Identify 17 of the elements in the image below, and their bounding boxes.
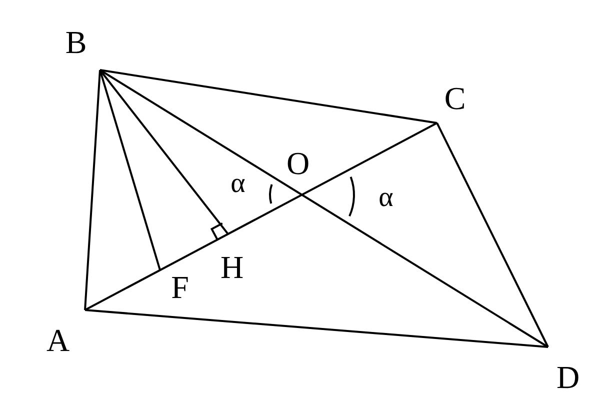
angle-label: α xyxy=(230,170,246,198)
point-label: H xyxy=(220,251,244,283)
line-segment xyxy=(99,69,549,348)
line-segment xyxy=(84,309,548,348)
line-segment xyxy=(100,69,438,124)
line-segment xyxy=(99,69,229,235)
line-segment xyxy=(84,70,101,310)
line-segment xyxy=(84,122,438,311)
point-label: D xyxy=(556,361,580,393)
point-label: A xyxy=(46,324,70,356)
line-segment xyxy=(99,70,161,270)
point-label: F xyxy=(171,271,189,303)
line-segment xyxy=(436,122,549,348)
angle-label: α xyxy=(378,184,394,212)
point-label: B xyxy=(65,26,87,58)
point-label: O xyxy=(286,147,310,179)
point-label: C xyxy=(444,82,466,114)
